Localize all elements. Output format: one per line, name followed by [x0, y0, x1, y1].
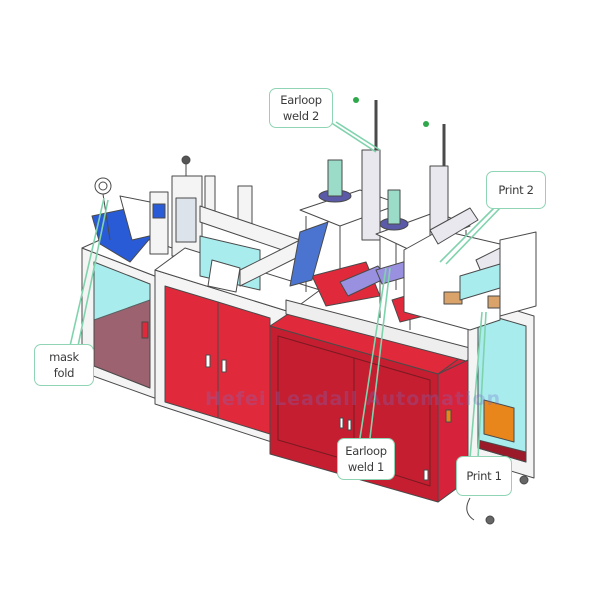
callout-print-2: Print 2 [486, 171, 546, 209]
leader-lines [69, 121, 501, 459]
callout-line1: Earloop [280, 93, 322, 107]
callout-line1: Print 2 [498, 183, 534, 197]
callout-line2: weld 1 [347, 460, 385, 474]
callout-line2: fold [53, 366, 75, 380]
watermark: Hefei Leadall Automation [205, 388, 502, 410]
callout-earloop-weld-1: Earloop weld 1 [337, 438, 395, 480]
callout-earloop-weld-2: Earloop weld 2 [269, 88, 333, 128]
center-left-module [154, 175, 321, 449]
callout-line1: mask [49, 350, 79, 364]
mask-fold-module [81, 155, 203, 401]
callout-line1: Print 1 [466, 469, 502, 483]
weld-stations [289, 97, 471, 330]
callout-mask-fold: mask fold [34, 344, 94, 386]
callout-line1: Earloop [345, 444, 387, 458]
callout-print-1: Print 1 [456, 456, 512, 496]
callout-line2: weld 2 [282, 109, 320, 123]
